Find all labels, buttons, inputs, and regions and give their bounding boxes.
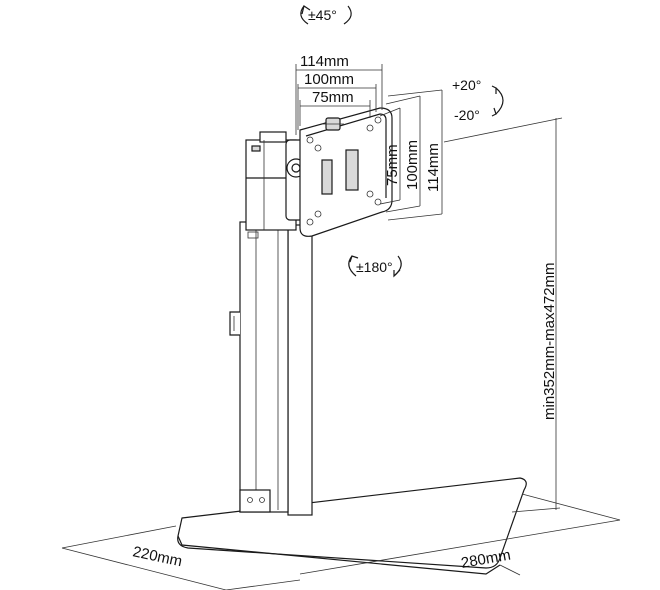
vesa-100-horizontal-label: 100mm (304, 71, 354, 88)
height-dimension-lines (443, 117, 563, 513)
rotation-label: ±180° (356, 259, 393, 275)
vesa-horizontal-dimensions (295, 64, 383, 135)
tilt-arrow-icon (491, 85, 504, 117)
vesa-100-vertical-label: 100mm (404, 140, 421, 190)
base-depth-label: 220mm (131, 543, 183, 570)
rotation-arrow-icon (348, 255, 402, 278)
vesa-114-vertical-label: 114mm (425, 143, 442, 192)
base-dimension-lines (61, 493, 621, 590)
vesa-plate (299, 107, 393, 237)
base-plate (177, 477, 527, 575)
swivel-label: ±45° (308, 7, 337, 23)
vesa-75-vertical-label: 75mm (384, 144, 401, 186)
vesa-114-horizontal-label: 114mm (300, 53, 349, 70)
swivel-arrow-icon (300, 5, 352, 25)
stand-column (229, 221, 313, 516)
vesa-75-horizontal-label: 75mm (312, 89, 354, 106)
vesa-vertical-dimensions (379, 89, 443, 221)
tilt-up-label: +20° (452, 77, 481, 93)
tilt-down-label: -20° (454, 107, 480, 123)
height-range-label: min352mm-max472mm (541, 262, 558, 420)
